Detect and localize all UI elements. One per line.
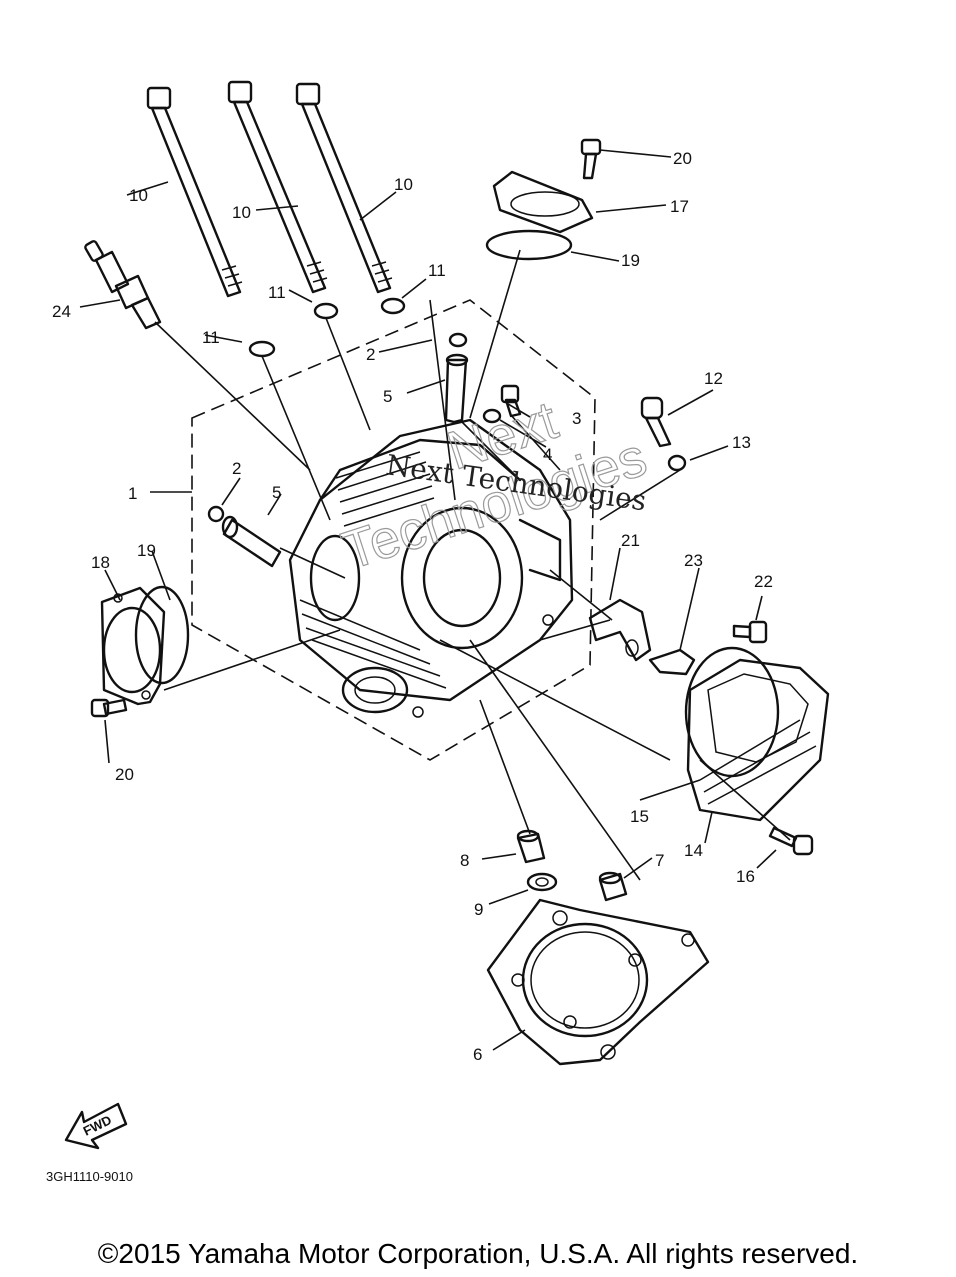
callout-20: 20 xyxy=(673,149,692,168)
circlip-upper[interactable] xyxy=(448,332,468,348)
o-ring-side[interactable] xyxy=(134,585,190,685)
callout-4: 4 xyxy=(543,445,552,464)
callout-3: 3 xyxy=(572,409,581,428)
callout-9: 9 xyxy=(474,900,483,919)
callout-18: 18 xyxy=(91,553,110,572)
callout-10: 10 xyxy=(394,175,413,194)
callout-12: 12 xyxy=(704,369,723,388)
bolt-20-upper[interactable] xyxy=(580,138,602,180)
washer-right[interactable] xyxy=(380,297,406,315)
spark-plug[interactable] xyxy=(84,240,162,330)
bolt-16[interactable] xyxy=(768,826,814,856)
stud-bolt-left[interactable] xyxy=(146,86,243,298)
callout-14: 14 xyxy=(684,841,703,860)
circlip-left[interactable] xyxy=(207,505,225,523)
callout-22: 22 xyxy=(754,572,773,591)
callout-13: 13 xyxy=(732,433,751,452)
callout-11: 11 xyxy=(268,283,286,302)
bolt-3[interactable] xyxy=(500,384,522,418)
copyright-notice: ©2015 Yamaha Motor Corporation, U.S.A. A… xyxy=(97,1238,859,1269)
callout-24: 24 xyxy=(52,302,71,321)
callout-6: 6 xyxy=(473,1045,482,1064)
callout-21: 21 xyxy=(621,531,640,550)
callout-5: 5 xyxy=(383,387,392,406)
side-cover[interactable] xyxy=(100,586,166,706)
bolt-12[interactable] xyxy=(640,396,672,448)
washer-13[interactable] xyxy=(667,454,687,472)
valve-cover[interactable] xyxy=(686,658,830,822)
callout-20: 20 xyxy=(115,765,134,784)
callout-1: 1 xyxy=(128,484,137,503)
dowel-pin-8[interactable] xyxy=(516,829,546,864)
cylinder-head[interactable] xyxy=(288,418,574,718)
callout-8: 8 xyxy=(460,851,469,870)
valve-guide-left[interactable] xyxy=(221,515,282,568)
callout-2: 2 xyxy=(366,345,375,364)
callout-11: 11 xyxy=(428,261,446,280)
callout-5: 5 xyxy=(272,483,281,502)
fwd-label: FWD xyxy=(81,1112,114,1138)
callout-15: 15 xyxy=(630,807,649,826)
callout-7: 7 xyxy=(655,851,664,870)
valve-guide-upper[interactable] xyxy=(444,353,469,424)
pipe-23[interactable] xyxy=(648,648,696,676)
stud-bolt-middle[interactable] xyxy=(227,80,328,294)
diagram-code: 3GH1110-9010 xyxy=(46,1169,133,1184)
callout-17: 17 xyxy=(670,197,689,216)
callout-23: 23 xyxy=(684,551,703,570)
bolt-20-lower[interactable] xyxy=(90,698,128,718)
washer-4[interactable] xyxy=(482,408,502,424)
cap-cover[interactable] xyxy=(492,170,594,234)
callout-11: 11 xyxy=(202,328,220,347)
stud-bolt-right[interactable] xyxy=(295,82,393,294)
washer-left[interactable] xyxy=(248,340,276,358)
callout-10: 10 xyxy=(129,186,148,205)
leader-lines xyxy=(79,149,777,1051)
callout-19: 19 xyxy=(137,541,156,560)
fwd-arrow-icon: FWD xyxy=(64,1102,128,1150)
callout-2: 2 xyxy=(232,459,241,478)
head-gasket[interactable] xyxy=(486,898,710,1066)
callout-19: 19 xyxy=(621,251,640,270)
projection-lines xyxy=(154,249,791,881)
callout-16: 16 xyxy=(736,867,755,886)
ring-9[interactable] xyxy=(526,872,558,892)
bolt-22[interactable] xyxy=(732,620,768,644)
callout-10: 10 xyxy=(232,203,251,222)
o-ring-top[interactable] xyxy=(485,229,573,261)
o-ring-valve-cover[interactable] xyxy=(684,646,780,778)
dowel-pin-7[interactable] xyxy=(598,871,628,902)
washer-middle[interactable] xyxy=(313,302,339,320)
assembly-boundary xyxy=(191,299,596,761)
cam-chain-guide[interactable] xyxy=(588,598,652,662)
